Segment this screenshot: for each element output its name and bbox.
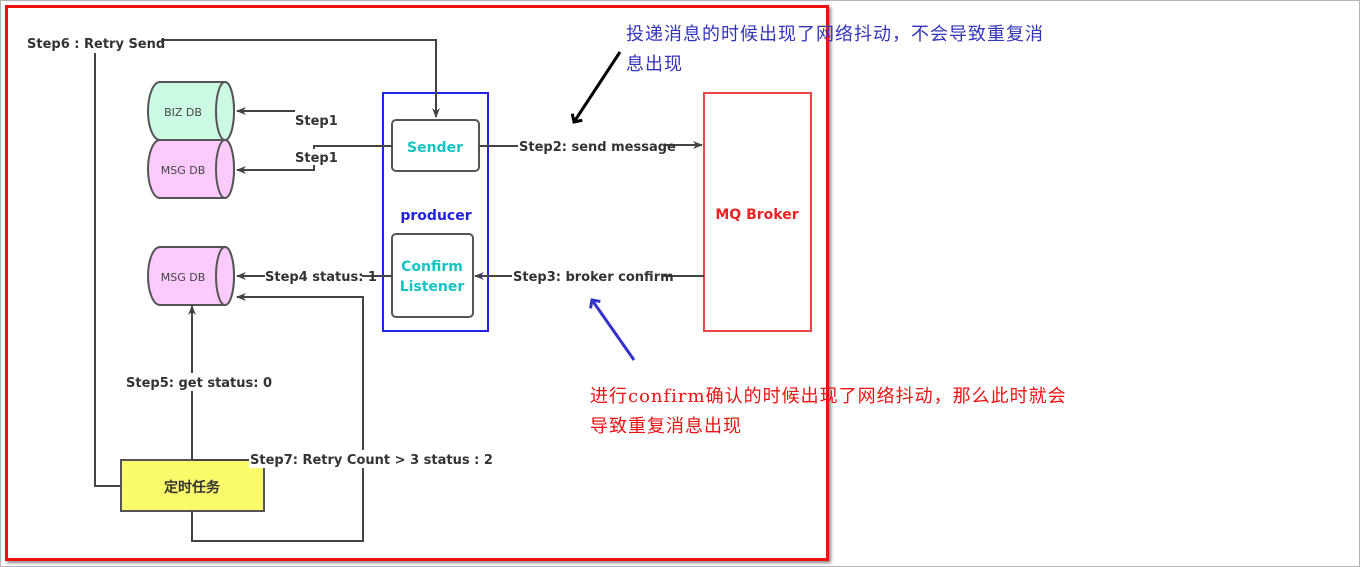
confirm-listener-box bbox=[391, 233, 474, 318]
annotation-arrow-black bbox=[574, 51, 622, 122]
msg-db-top-cylinder: MSG DB bbox=[147, 139, 235, 199]
edge-step7 bbox=[191, 293, 364, 542]
edge-step7-label-bg bbox=[249, 450, 477, 468]
edge-step7-label: Step7: Retry Count > 3 status : 2 bbox=[250, 453, 493, 468]
annotation-note-bottom-line2: 导致重复消息出现 bbox=[590, 416, 742, 437]
mq-broker-box bbox=[703, 92, 812, 332]
edge-step5-label-bg bbox=[124, 373, 260, 391]
edge-step1-msg-label-bg bbox=[293, 149, 333, 165]
annotation-note-bottom-line1: 进行confirm确认的时候出现了网络抖动，那么此时就会 bbox=[590, 386, 1067, 407]
confirm-listener-label-line1: Confirm bbox=[401, 259, 463, 275]
producer-label: producer bbox=[400, 208, 471, 224]
annotation-note-top-line2: 息出现 bbox=[626, 54, 683, 75]
edge-step1-biz-label: Step1 bbox=[295, 114, 338, 129]
annotation-note-bottom: 进行confirm确认的时候出现了网络抖动，那么此时就会 导致重复消息出现 bbox=[590, 382, 1067, 442]
edge-step6 bbox=[161, 39, 440, 118]
annotation-note-top-line1: 投递消息的时候出现了网络抖动，不会导致重复消 bbox=[626, 24, 1044, 45]
msg-db-bottom-label: MSG DB bbox=[161, 271, 206, 284]
sender-label: Sender bbox=[407, 140, 463, 156]
edge-step6-left bbox=[94, 53, 121, 487]
confirm-listener-label-line2: Listener bbox=[400, 279, 465, 295]
msg-db-bottom-cylinder: MSG DB bbox=[147, 246, 235, 306]
edge-step6-label: Step6 : Retry Send bbox=[27, 37, 165, 52]
annotation-note-top: 投递消息的时候出现了网络抖动，不会导致重复消 息出现 bbox=[626, 20, 1044, 80]
edge-step4-label: Step4 status: 1 bbox=[265, 270, 377, 285]
msg-db-top-label: MSG DB bbox=[161, 164, 206, 177]
diagram-border bbox=[5, 5, 829, 561]
annotation-arrow-blue bbox=[592, 300, 636, 361]
edge-step3-label: Step3: broker confirm bbox=[513, 270, 674, 285]
mq-broker-label: MQ Broker bbox=[715, 207, 798, 223]
biz-db-cylinder: BIZ DB bbox=[147, 81, 235, 141]
edge-step1-msg-label: Step1 bbox=[295, 151, 338, 166]
biz-db-label: BIZ DB bbox=[164, 106, 202, 119]
edge-step5-label: Step5: get status: 0 bbox=[126, 376, 272, 391]
edge-step2-label: Step2: send message bbox=[519, 140, 676, 155]
scheduler-label: 定时任务 bbox=[164, 479, 221, 496]
